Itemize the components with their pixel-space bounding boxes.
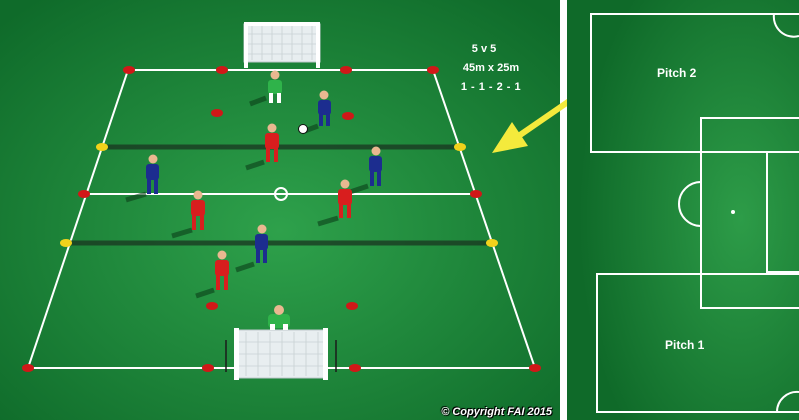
area-text: 45m x 25m xyxy=(446,62,536,74)
cone-icon xyxy=(346,302,358,310)
cone-icon xyxy=(470,190,482,198)
cone-icon xyxy=(529,364,541,372)
pitch-1-label: Pitch 1 xyxy=(665,338,704,352)
copyright-text: © Copyright FAI 2015 xyxy=(441,406,552,418)
pitch-2-label: Pitch 2 xyxy=(657,66,696,80)
cone-icon xyxy=(349,364,361,372)
cone-icon xyxy=(78,190,90,198)
cone-icon xyxy=(60,239,72,247)
cone-icon xyxy=(22,364,34,372)
ball-icon xyxy=(299,125,308,134)
cone-icon xyxy=(202,364,214,372)
cone-icon xyxy=(454,143,466,151)
pitch-overview-svg xyxy=(567,0,799,420)
cone-icon xyxy=(342,112,354,120)
top-goal-icon xyxy=(244,22,320,68)
cone-icon xyxy=(211,109,223,117)
cone-icon xyxy=(340,66,352,74)
pitch-overview: Pitch 2 Pitch 1 xyxy=(567,0,799,420)
penalty-spot xyxy=(731,210,735,214)
cone-icon xyxy=(427,66,439,74)
cone-icon xyxy=(123,66,135,74)
cone-icon xyxy=(486,239,498,247)
formation-text: 1 - 1 - 2 - 1 xyxy=(446,81,536,93)
drill-diagram: 5 v 5 45m x 25m 1 - 1 - 2 - 1 © Copyrigh… xyxy=(0,0,560,420)
cone-icon xyxy=(96,143,108,151)
bottom-goal-icon xyxy=(226,328,336,380)
overview-grass xyxy=(567,0,799,420)
cone-icon xyxy=(216,66,228,74)
cone-icon xyxy=(206,302,218,310)
format-text: 5 v 5 xyxy=(439,43,529,55)
